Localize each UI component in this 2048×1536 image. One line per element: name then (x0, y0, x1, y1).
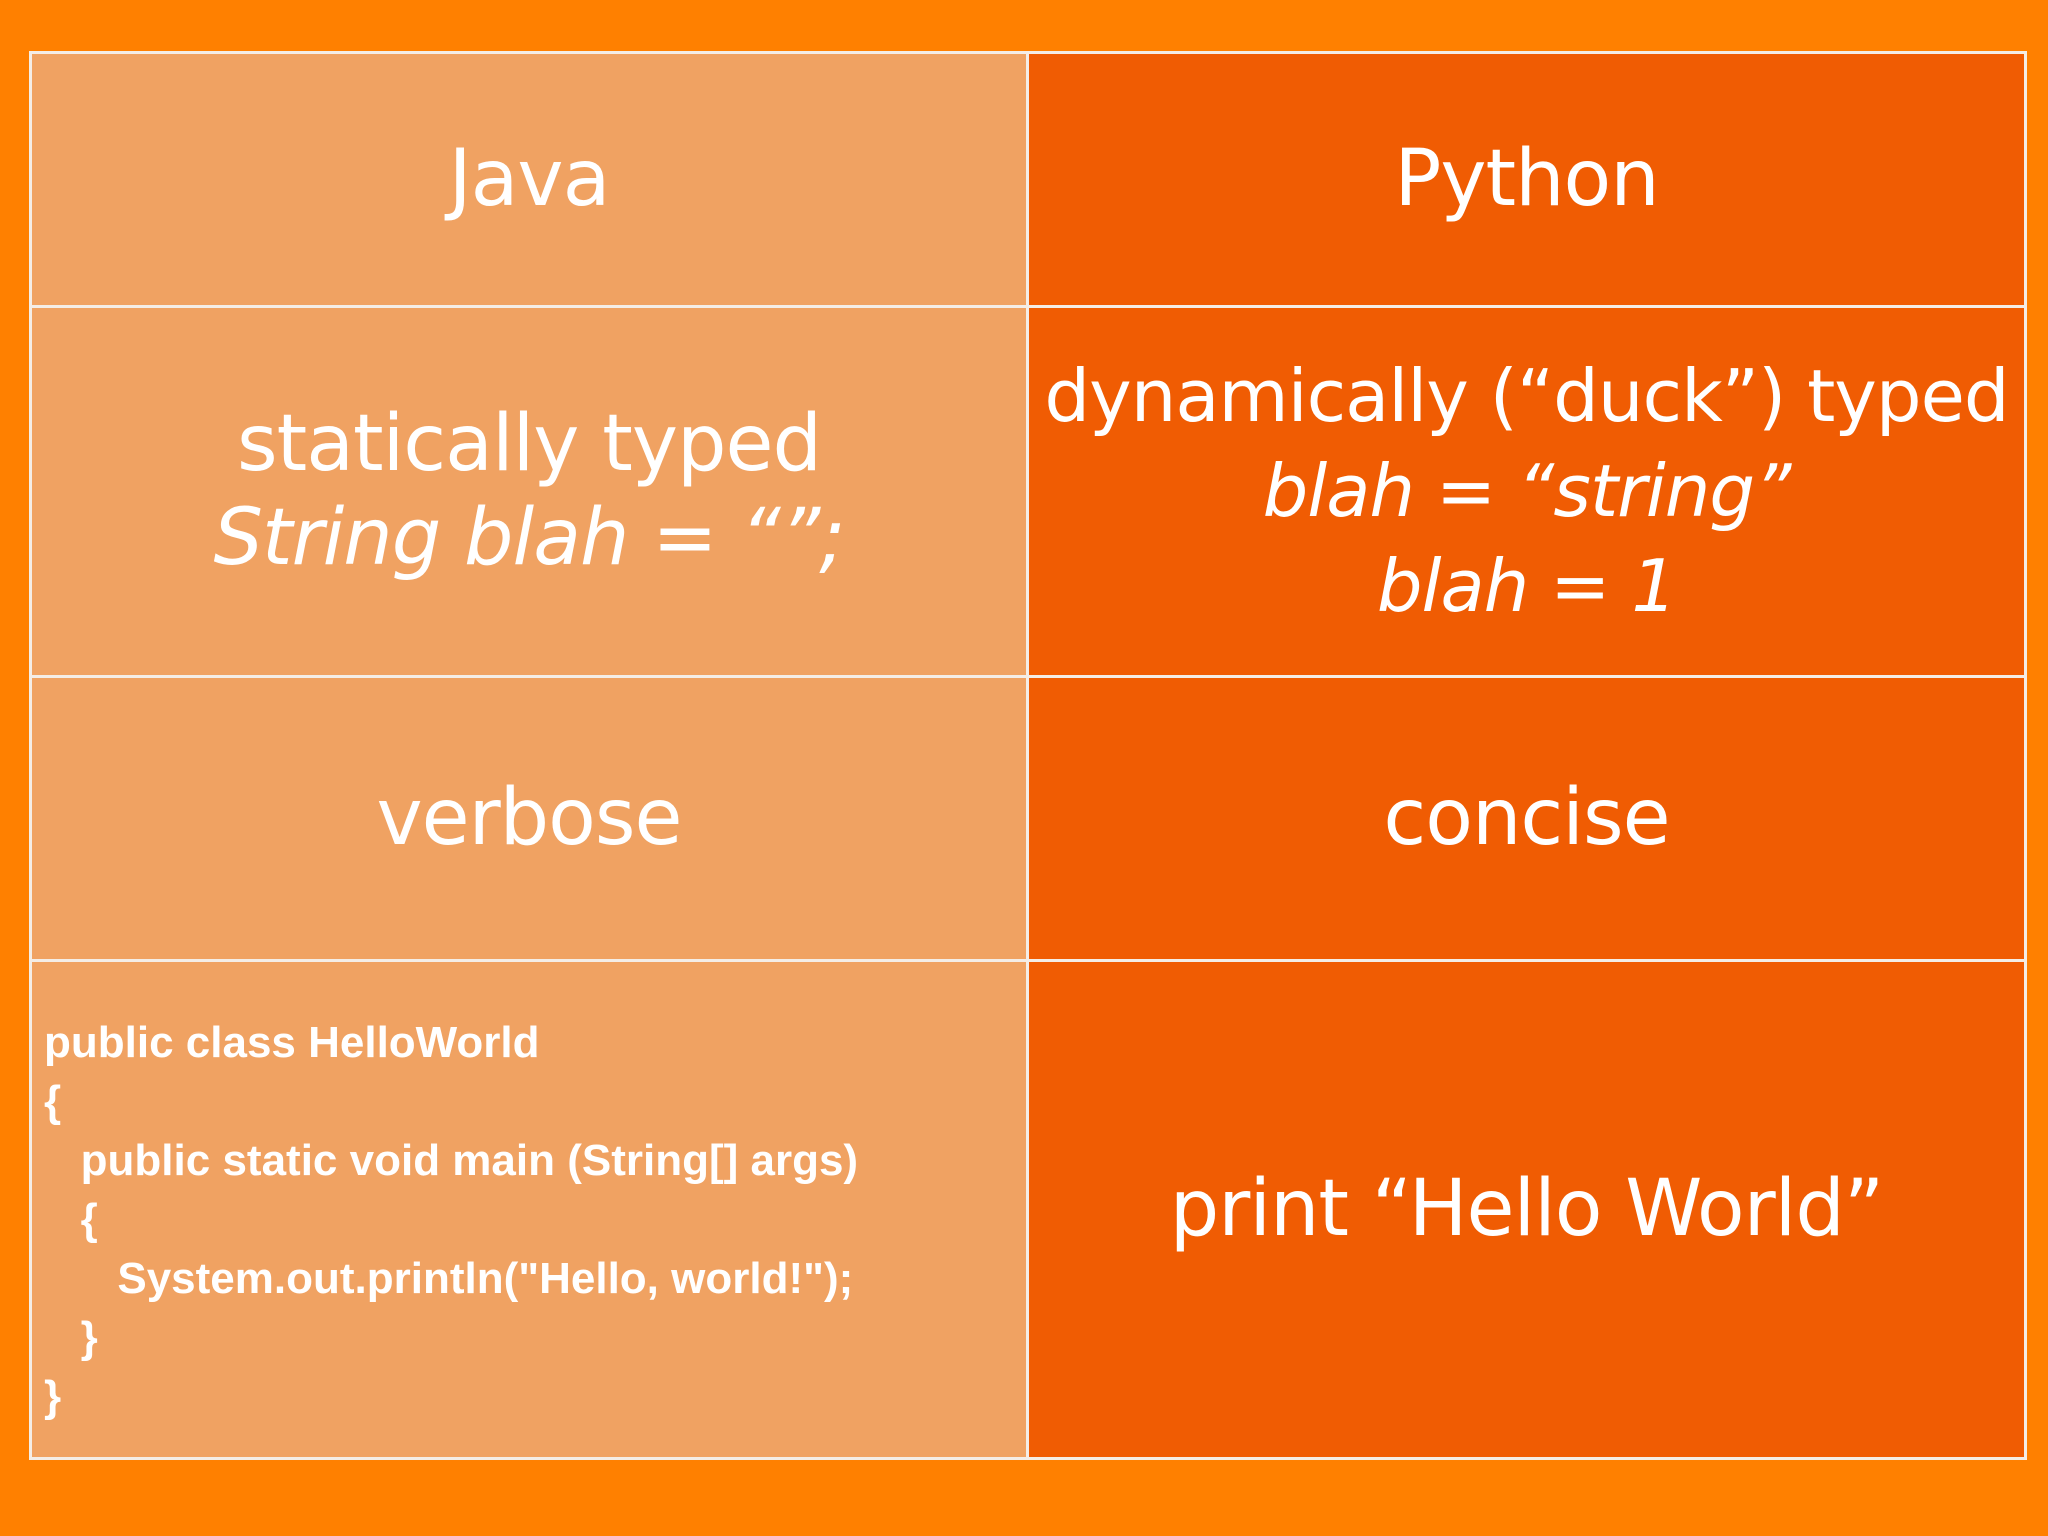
python-code: print “Hello World” (1169, 1164, 1885, 1255)
java-header: Java (448, 134, 611, 225)
java-typing-label: statically typed (236, 398, 822, 489)
python-code-cell: print “Hello World” (1026, 959, 2027, 1460)
hello-world-row: public class HelloWorld { public static … (29, 959, 2027, 1460)
java-code-block: public class HelloWorld { public static … (34, 1013, 1025, 1426)
code-line: } (44, 1372, 62, 1421)
java-typing-example: String blah = “”; (213, 492, 845, 583)
python-typing-label: dynamically (“duck”) typed (1044, 353, 2009, 438)
header-row: Java Python (29, 51, 2027, 308)
java-typing-cell: statically typed String blah = “”; (29, 305, 1029, 678)
python-verbosity-cell: concise (1026, 675, 2027, 962)
verbosity-row: verbose concise (29, 675, 2027, 962)
code-line: public static void main (String[] args) (44, 1136, 859, 1185)
python-header-cell: Python (1026, 51, 2027, 308)
code-line: { (44, 1195, 98, 1244)
python-header: Python (1394, 134, 1659, 225)
code-line: { (44, 1077, 62, 1126)
java-header-cell: Java (29, 51, 1029, 308)
code-line: System.out.println("Hello, world!"); (44, 1254, 854, 1303)
python-typing-cell: dynamically (“duck”) typed blah = “strin… (1026, 305, 2027, 678)
code-line: } (44, 1313, 98, 1362)
comparison-table: Java Python statically typed String blah… (29, 51, 2027, 1460)
python-typing-example-2: blah = 1 (1376, 544, 1677, 629)
java-verbosity: verbose (376, 773, 682, 864)
python-verbosity: concise (1383, 773, 1670, 864)
python-typing-example-1: blah = “string” (1262, 448, 1792, 533)
java-code-cell: public class HelloWorld { public static … (29, 959, 1029, 1460)
typing-row: statically typed String blah = “”; dynam… (29, 305, 2027, 678)
code-line: public class HelloWorld (44, 1018, 540, 1067)
java-verbosity-cell: verbose (29, 675, 1029, 962)
